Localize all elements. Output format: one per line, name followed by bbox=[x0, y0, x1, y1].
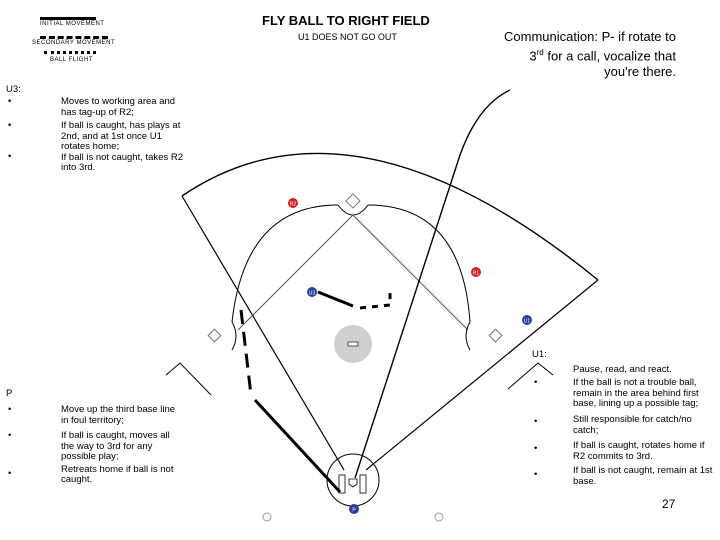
first-base-foul-line bbox=[365, 279, 599, 471]
u3-bullet: • bbox=[8, 120, 12, 131]
page-number: 27 bbox=[662, 497, 676, 511]
third-base-cutout bbox=[231, 321, 237, 351]
legend-dotted-line bbox=[44, 51, 96, 54]
u3-text: Moves to working area and has tag-up of … bbox=[61, 96, 193, 174]
p-line: Move up the third base line in foul terr… bbox=[61, 404, 176, 426]
infield-grass-arc bbox=[231, 204, 339, 323]
p-bullet: • bbox=[8, 404, 12, 415]
umpire-u1-marker bbox=[522, 315, 532, 325]
communication-text-b: for a call, vocalize that you're there. bbox=[543, 48, 676, 80]
u1-bullet: • bbox=[534, 443, 538, 454]
legend-secondary-label: SECONDARY MOVEMENT bbox=[32, 40, 116, 46]
u1-label: U1: bbox=[532, 349, 547, 360]
first-base-coach-box bbox=[507, 362, 554, 390]
u3-secondary-movement bbox=[359, 292, 392, 310]
runner-r2-marker bbox=[288, 198, 298, 208]
legend-initial-label: INITIAL MOVEMENT bbox=[40, 21, 105, 27]
third-base-foul-line bbox=[181, 195, 345, 471]
legend-ball-label: BALL FLIGHT bbox=[50, 57, 93, 63]
u3-bullet: • bbox=[8, 96, 12, 107]
p-bullet: • bbox=[8, 430, 12, 441]
page-title: FLY BALL TO RIGHT FIELD bbox=[262, 13, 430, 28]
runner-r2-label: R2 bbox=[290, 202, 297, 208]
pitcher-marker-label: P bbox=[352, 508, 356, 514]
u1-bullet: • bbox=[534, 416, 538, 427]
communication-heading: Communication bbox=[504, 29, 595, 44]
pitchers-rubber bbox=[347, 341, 359, 347]
u1-bullet: • bbox=[534, 469, 538, 480]
pitcher-marker bbox=[349, 504, 359, 514]
ball-flight-path bbox=[354, 89, 511, 479]
pitcher-initial-movement bbox=[253, 398, 342, 494]
batters-box-left bbox=[338, 474, 346, 494]
u1-line: If the ball is not a trouble ball, remai… bbox=[573, 377, 699, 409]
u1-line: Still responsible for catch/no catch; bbox=[573, 414, 692, 436]
infield-grass-arc-right bbox=[367, 204, 471, 323]
u1-line: If ball is caught, rotates home if R2 co… bbox=[573, 440, 705, 462]
second-base bbox=[345, 193, 361, 209]
p-label: P bbox=[6, 388, 13, 399]
p-bullet: • bbox=[8, 468, 12, 479]
u1-line: If ball is not caught, remain at 1st bas… bbox=[573, 465, 713, 487]
umpire-u3-label: U3 bbox=[309, 291, 316, 297]
p-line: Retreats home if ball is not caught. bbox=[61, 463, 174, 485]
u1-text: If the ball is not a trouble ball, remai… bbox=[573, 377, 718, 487]
u1-intro: Pause, read, and react. bbox=[573, 364, 672, 375]
umpire-u1-label: U1 bbox=[524, 319, 531, 325]
first-base-cutout bbox=[465, 321, 471, 351]
on-deck-circle-right bbox=[434, 512, 444, 522]
legend-dashed-line bbox=[40, 36, 108, 39]
p-line: If ball is caught, moves all the way to … bbox=[61, 430, 170, 462]
page-subtitle: U1 DOES NOT GO OUT bbox=[298, 32, 397, 42]
third-base bbox=[207, 328, 222, 343]
runner-r1-marker bbox=[471, 267, 481, 277]
u3-line: If ball is caught, has plays at 2nd, and… bbox=[61, 120, 181, 152]
u3-line: Moves to working area and has tag-up of … bbox=[61, 96, 176, 118]
communication-sup: rd bbox=[536, 48, 544, 57]
u3-label: U3: bbox=[6, 84, 21, 95]
runner-r1-label: R1 bbox=[473, 271, 480, 277]
u3-bullet: • bbox=[8, 151, 12, 162]
pitcher-secondary-movement bbox=[239, 309, 253, 396]
u1-bullet: • bbox=[534, 377, 538, 388]
home-plate bbox=[348, 478, 358, 488]
p-text: Move up the third base line in foul terr… bbox=[61, 404, 179, 486]
legend-solid-line bbox=[40, 17, 96, 20]
basepath-2b-3b bbox=[237, 214, 354, 331]
basepath-2b-1b bbox=[352, 214, 469, 331]
batters-box-right bbox=[359, 474, 367, 494]
umpire-u3-marker bbox=[307, 287, 317, 297]
first-base bbox=[488, 328, 503, 343]
outfield-fence bbox=[181, 152, 599, 281]
on-deck-circle-left bbox=[262, 512, 272, 522]
u3-line: If ball is not caught, takes R2 into 3rd… bbox=[61, 151, 183, 173]
third-base-coach-box bbox=[165, 362, 212, 396]
communication-text-a: : P- if rotate to 3 bbox=[529, 29, 676, 64]
u3-initial-movement bbox=[317, 290, 354, 308]
communication-note: Communication: P- if rotate to 3rd for a… bbox=[494, 29, 676, 80]
